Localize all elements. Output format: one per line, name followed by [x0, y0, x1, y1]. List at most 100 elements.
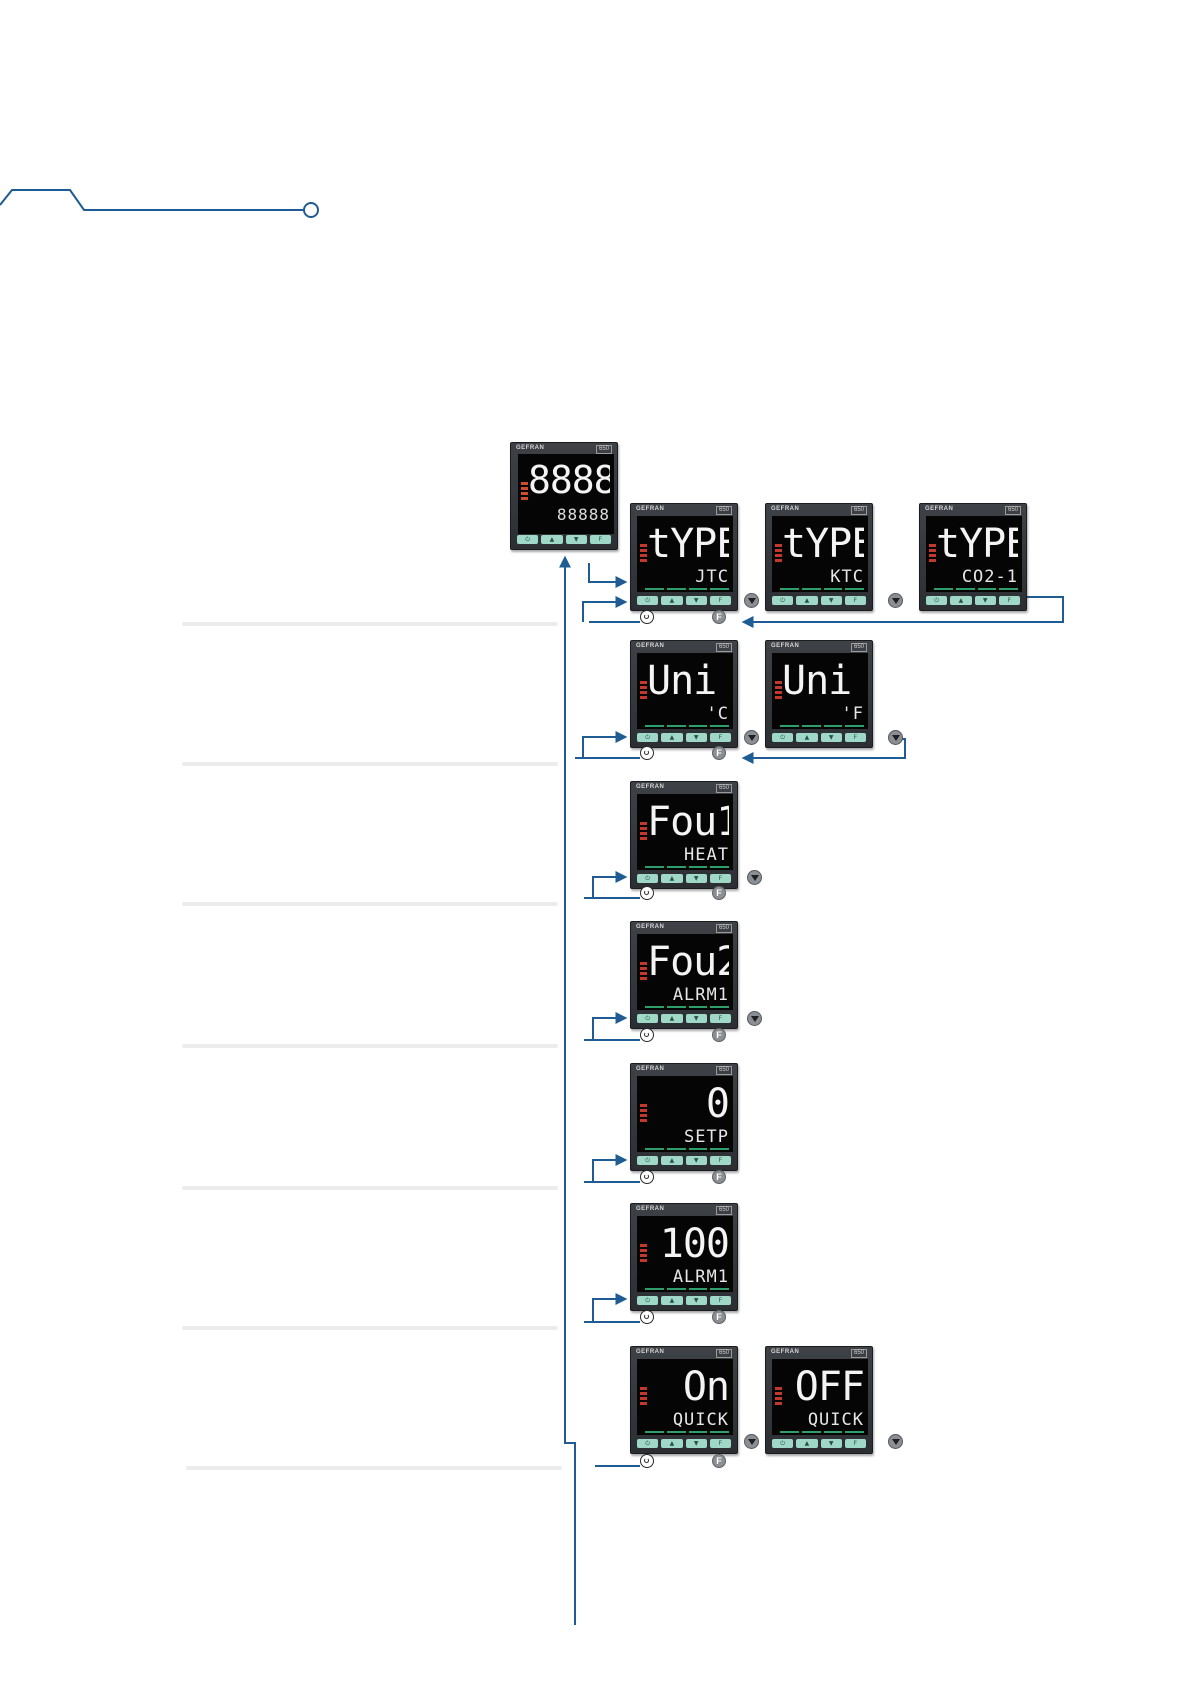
- down-arrow-icon[interactable]: [744, 730, 759, 745]
- down-key[interactable]: ▼: [685, 874, 707, 883]
- up-key[interactable]: ▲: [661, 1439, 683, 1448]
- down-arrow-icon[interactable]: [744, 1434, 759, 1449]
- circuit-node-decoration: [303, 202, 319, 218]
- f-key[interactable]: F: [589, 535, 611, 544]
- circuit-line-decoration: [0, 189, 305, 211]
- power-key[interactable]: ⏻: [772, 1439, 794, 1448]
- f-button-icon[interactable]: F: [712, 1310, 726, 1324]
- f-key[interactable]: F: [709, 1156, 731, 1165]
- power-key[interactable]: ⏻: [637, 1156, 659, 1165]
- bargraph: [645, 588, 729, 590]
- power-key[interactable]: ⏻: [637, 1014, 659, 1023]
- power-icon[interactable]: [640, 886, 654, 900]
- main-loop-wire: [564, 1442, 576, 1625]
- f-button-icon[interactable]: F: [712, 610, 726, 624]
- f-key[interactable]: F: [844, 596, 866, 605]
- f-key[interactable]: F: [709, 1014, 731, 1023]
- up-key[interactable]: ▲: [796, 1439, 818, 1448]
- down-arrow-icon[interactable]: [747, 870, 762, 885]
- down-key[interactable]: ▼: [820, 733, 842, 742]
- f-button-icon[interactable]: F: [712, 886, 726, 900]
- brand-logo: GEFRAN: [636, 924, 665, 930]
- down-key[interactable]: ▼: [685, 1156, 707, 1165]
- wire-s3-in: [592, 871, 628, 898]
- brand-logo: GEFRAN: [516, 445, 545, 451]
- down-key[interactable]: ▼: [685, 1014, 707, 1023]
- power-icon[interactable]: [640, 610, 654, 624]
- down-arrow-icon[interactable]: [744, 593, 759, 608]
- bargraph: [645, 725, 729, 727]
- wire-s6-in: [592, 1293, 628, 1322]
- main-value: 100: [659, 1222, 729, 1266]
- up-key[interactable]: ▲: [541, 535, 563, 544]
- power-icon[interactable]: [640, 746, 654, 760]
- f-key[interactable]: F: [709, 733, 731, 742]
- power-key[interactable]: ⏻: [517, 535, 539, 544]
- down-arrow-icon[interactable]: [747, 1011, 762, 1026]
- device-header: GEFRAN 650: [636, 506, 732, 515]
- down-arrow-icon[interactable]: [888, 1434, 903, 1449]
- up-key[interactable]: ▲: [796, 596, 818, 605]
- up-key[interactable]: ▲: [661, 733, 683, 742]
- power-icon[interactable]: [640, 1028, 654, 1042]
- up-key[interactable]: ▲: [796, 733, 818, 742]
- power-icon[interactable]: [640, 1310, 654, 1324]
- power-key[interactable]: ⏻: [926, 596, 948, 605]
- main-value: Uni t: [782, 659, 864, 703]
- power-key[interactable]: ⏻: [637, 1296, 659, 1305]
- up-key[interactable]: ▲: [661, 596, 683, 605]
- bargraph: [645, 866, 729, 868]
- up-key[interactable]: ▲: [661, 874, 683, 883]
- sub-value: HEAT: [684, 846, 729, 864]
- power-key[interactable]: ⏻: [637, 596, 659, 605]
- down-key[interactable]: ▼: [685, 1439, 707, 1448]
- down-key[interactable]: ▼: [820, 596, 842, 605]
- f-button-icon[interactable]: F: [712, 746, 726, 760]
- f-key[interactable]: F: [844, 733, 866, 742]
- down-key[interactable]: ▼: [685, 596, 707, 605]
- f-button-icon[interactable]: F: [712, 1170, 726, 1184]
- power-key[interactable]: ⏻: [772, 733, 794, 742]
- down-arrow-icon[interactable]: [888, 593, 903, 608]
- brand-logo: GEFRAN: [636, 506, 665, 512]
- power-key[interactable]: ⏻: [772, 596, 794, 605]
- f-button-icon[interactable]: F: [712, 1028, 726, 1042]
- f-key[interactable]: F: [844, 1439, 866, 1448]
- f-key[interactable]: F: [709, 1439, 731, 1448]
- f-button-icon[interactable]: F: [712, 1454, 726, 1468]
- power-key[interactable]: ⏻: [637, 874, 659, 883]
- up-key[interactable]: ▲: [661, 1156, 683, 1165]
- down-key[interactable]: ▼: [974, 596, 996, 605]
- power-icon[interactable]: [640, 1454, 654, 1468]
- main-value: Fou1: [647, 800, 729, 844]
- lcd-screen: 8888 88888: [518, 454, 614, 534]
- up-key[interactable]: ▲: [661, 1014, 683, 1023]
- down-key[interactable]: ▼: [685, 733, 707, 742]
- sub-value: QUICK: [672, 1411, 729, 1429]
- f-key[interactable]: F: [709, 874, 731, 883]
- up-key[interactable]: ▲: [661, 1296, 683, 1305]
- down-arrow-icon[interactable]: [888, 730, 903, 745]
- model-label: 650: [715, 1349, 732, 1358]
- f-key[interactable]: F: [998, 596, 1020, 605]
- power-key[interactable]: ⏻: [637, 733, 659, 742]
- power-key[interactable]: ⏻: [637, 1439, 659, 1448]
- model-label: 650: [850, 1349, 867, 1358]
- down-key[interactable]: ▼: [565, 535, 587, 544]
- down-key[interactable]: ▼: [820, 1439, 842, 1448]
- power-icon[interactable]: [640, 1170, 654, 1184]
- separator-4: [182, 1044, 558, 1048]
- f-key[interactable]: F: [709, 596, 731, 605]
- main-value: Fou2: [647, 940, 729, 984]
- down-key[interactable]: ▼: [685, 1296, 707, 1305]
- wire-s4-in: [592, 1012, 628, 1040]
- f-key[interactable]: F: [709, 1296, 731, 1305]
- model-label: 650: [715, 506, 732, 515]
- up-key[interactable]: ▲: [950, 596, 972, 605]
